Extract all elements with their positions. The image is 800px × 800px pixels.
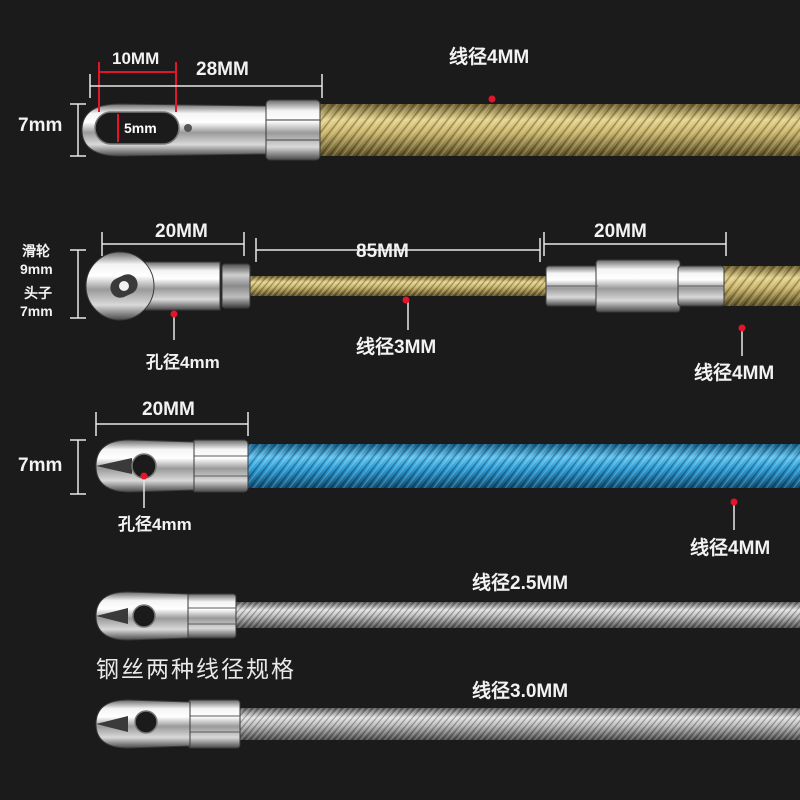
- row2-thin-cable-dot: [402, 296, 410, 304]
- row2-thick-cable-label: 线径4MM: [694, 363, 775, 384]
- row1-width-dimension: [98, 62, 177, 112]
- pulley-tip-icon: [85, 251, 251, 321]
- hex-ferrule-icon: [187, 699, 241, 749]
- row3-height-label: 7mm: [18, 455, 63, 476]
- row1-cable-marker-dot: [488, 95, 496, 103]
- row2-gap-label: 85MM: [356, 241, 409, 262]
- row2-pulley-label-a: 滑轮: [22, 243, 50, 259]
- bullet-tip-icon: [95, 439, 195, 493]
- row2-dimension-lines: [70, 232, 743, 356]
- row2-head-label-b: 7mm: [20, 303, 53, 319]
- hex-ferrule-icon: [185, 593, 237, 639]
- row1-length-dimension: [89, 74, 323, 98]
- row2-thick-cable-dot: [738, 324, 746, 332]
- row3-hole-dot: [140, 472, 148, 480]
- row3-hole-label: 孔径4mm: [118, 515, 192, 534]
- row4-cable-label: 线径2.5MM: [472, 573, 569, 594]
- row2-connector-label: 20MM: [594, 221, 647, 242]
- row3-head-length-label: 20MM: [142, 399, 195, 420]
- row2-thin-cable-label: 线径3MM: [356, 337, 437, 358]
- row2-pulley-label-b: 9mm: [20, 261, 53, 277]
- row1-width-label: 10MM: [112, 49, 160, 68]
- row1-height-dimension: [70, 103, 86, 157]
- row4-assembly: [95, 591, 800, 641]
- row2-connector: [545, 259, 725, 313]
- row3-assembly: [70, 412, 800, 530]
- row3-dimension-lines: [70, 412, 735, 530]
- row2-head-length-label: 20MM: [155, 221, 208, 242]
- row1-cable-label: 线径4MM: [449, 47, 530, 68]
- row3-cable-label: 线径4MM: [690, 538, 771, 559]
- eyelet-tip-icon: [81, 103, 267, 157]
- row3-cable-dot: [730, 498, 738, 506]
- row5-cable-label: 线径3.0MM: [472, 681, 569, 702]
- hex-ferrule-icon: [191, 439, 249, 493]
- row2-assembly: [70, 232, 800, 356]
- bullet-tip-icon: [95, 591, 189, 641]
- row5-assembly: [95, 699, 800, 749]
- caption-steel-wire-specs: 钢丝两种线径规格: [96, 657, 296, 683]
- row1-hole-label: 5mm: [124, 120, 157, 136]
- row2-head-label-a: 头子: [24, 285, 52, 301]
- row1-height-label: 7mm: [18, 115, 63, 136]
- row2-hole-label: 孔径4mm: [146, 353, 220, 372]
- hex-ferrule-icon: [265, 99, 321, 161]
- row1-assembly: [70, 62, 800, 161]
- row1-length-label: 28MM: [196, 59, 249, 80]
- row2-hole-dot: [170, 310, 178, 318]
- bullet-tip-icon: [95, 699, 191, 749]
